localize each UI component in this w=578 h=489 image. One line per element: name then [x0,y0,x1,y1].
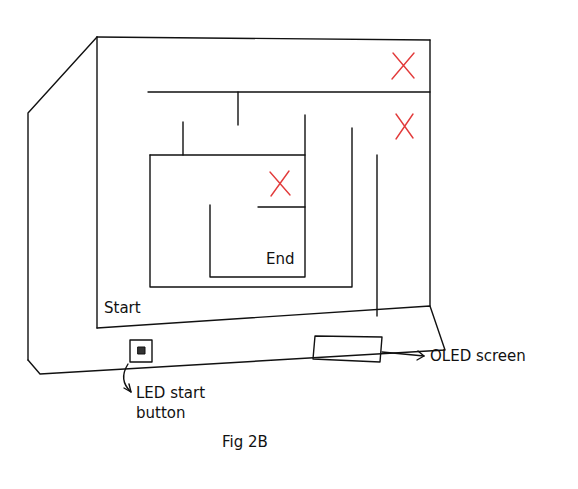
start-label: Start [104,298,164,318]
oled-screen [313,336,382,362]
maze-wall [182,122,183,155]
arrow-head [124,384,131,392]
back-wall-right [429,40,430,306]
maze-wall [150,128,352,287]
back-wall-top [97,37,430,40]
red-x-mark [392,53,414,79]
red-x-mark [396,114,413,139]
floor-board [28,306,445,374]
red-x-mark [270,171,290,196]
figure-caption: Fig 2B [222,432,322,452]
leader-arrow [382,352,424,356]
side-panel [28,37,97,360]
maze-wall [150,154,305,155]
end-label: End [266,249,302,269]
led-button [130,340,152,362]
maze-wall [210,115,305,277]
oled-label: OLED screen [430,346,570,366]
maze-wall [258,206,305,207]
leader-arrow [124,364,131,392]
led-button-core [138,347,145,354]
maze-wall [237,92,238,125]
maze-wall [148,91,430,92]
back-wall-left [96,37,97,328]
led-label: LED start button [136,383,220,424]
arrow-head [417,351,424,360]
maze-wall [376,155,377,316]
